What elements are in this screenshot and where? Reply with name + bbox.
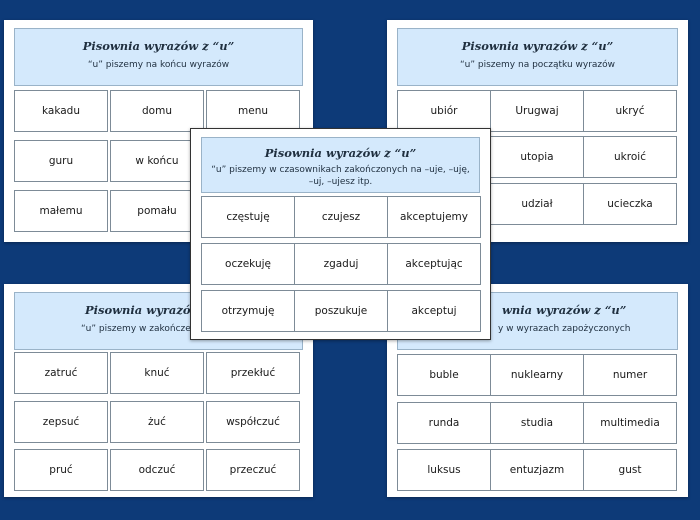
word-cell: studia <box>490 402 584 444</box>
word-cell: runda <box>397 402 491 444</box>
word-cell: zepsuć <box>14 401 108 443</box>
word-cell: kakadu <box>14 90 108 132</box>
word-cell: udział <box>490 183 584 225</box>
word-cell: żuć <box>110 401 204 443</box>
card-title: Pisownia wyrazów <box>85 303 201 317</box>
card-header: Pisownia wyrazów z “u” “u” piszemy na ko… <box>14 28 303 86</box>
word-cell: ubiór <box>397 90 491 132</box>
card-subtitle: “u” piszemy na końcu wyrazów <box>87 60 230 70</box>
card-title: Pisownia wyrazów z “u” <box>82 39 235 53</box>
card-title: Pisownia wyrazów z “u” <box>461 39 614 53</box>
word-cell: akceptując <box>387 243 481 285</box>
word-cell: akceptujemy <box>387 196 481 238</box>
word-cell: zgaduj <box>294 243 388 285</box>
word-cell: pruć <box>14 449 108 491</box>
word-cell: numer <box>583 354 677 396</box>
word-cell: ucieczka <box>583 183 677 225</box>
worksheet-card-verb-endings: Pisownia wyrazów “u” piszemy w zakończe … <box>4 284 313 497</box>
card-subtitle: “u” piszemy na początku wyrazów <box>459 60 616 70</box>
word-cell: domu <box>110 90 204 132</box>
word-cell: częstuję <box>201 196 295 238</box>
word-cell: knuć <box>110 352 204 394</box>
word-cell: gust <box>583 449 677 491</box>
word-cell: pomału <box>110 190 204 232</box>
word-cell: odczuć <box>110 449 204 491</box>
word-cell: ukroić <box>583 136 677 178</box>
word-cell: Urugwaj <box>490 90 584 132</box>
word-cell: buble <box>397 354 491 396</box>
card-title: wnia wyrazów z “u” <box>502 303 627 317</box>
word-cell: nuklearny <box>490 354 584 396</box>
card-subtitle: “u” piszemy w czasownikach zakończonych … <box>211 165 470 187</box>
card-subtitle: “u” piszemy w zakończe <box>81 324 191 334</box>
word-cell: utopia <box>490 136 584 178</box>
word-cell: akceptuj <box>387 290 481 332</box>
word-cell: małemu <box>14 190 108 232</box>
word-cell: luksus <box>397 449 491 491</box>
word-cell: entuzjazm <box>490 449 584 491</box>
word-cell: przekłuć <box>206 352 300 394</box>
word-cell: w końcu <box>110 140 204 182</box>
word-cell: czujesz <box>294 196 388 238</box>
word-cell: współczuć <box>206 401 300 443</box>
word-cell: przeczuć <box>206 449 300 491</box>
word-cell: otrzymuję <box>201 290 295 332</box>
word-cell: menu <box>206 90 300 132</box>
word-cell: ukryć <box>583 90 677 132</box>
card-header: Pisownia wyrazów z “u” “u” piszemy na po… <box>397 28 678 86</box>
word-cell: zatruć <box>14 352 108 394</box>
worksheet-card-verbs-uje: Pisownia wyrazów z “u” “u” piszemy w cza… <box>190 128 491 340</box>
card-header: Pisownia wyrazów z “u” “u” piszemy w cza… <box>201 137 480 193</box>
word-cell: poszukuje <box>294 290 388 332</box>
word-cell: oczekuję <box>201 243 295 285</box>
word-cell: guru <box>14 140 108 182</box>
card-subtitle: y w wyrazach zapożyczonych <box>498 324 631 334</box>
card-title: Pisownia wyrazów z “u” <box>264 146 417 160</box>
word-cell: multimedia <box>583 402 677 444</box>
